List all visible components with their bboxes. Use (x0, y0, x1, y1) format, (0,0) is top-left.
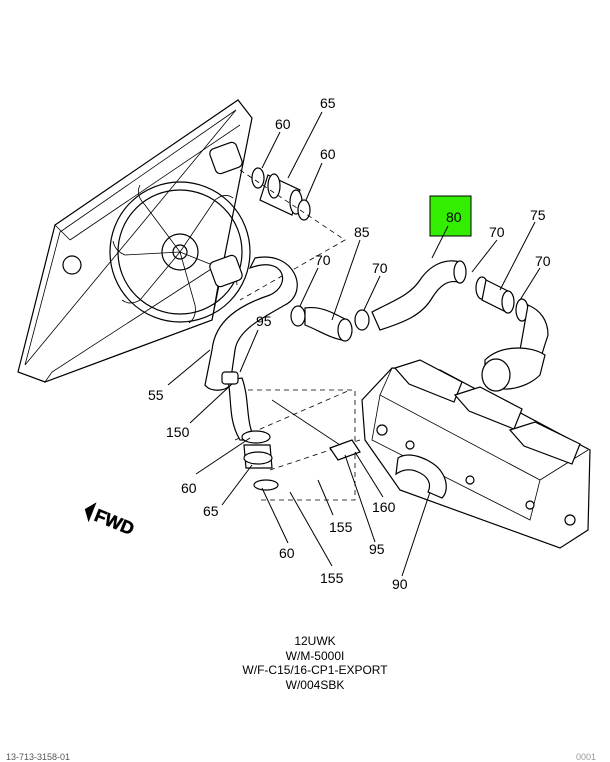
charge-air-tube-80 (371, 260, 549, 392)
fwd-label: FWD (92, 505, 137, 539)
callout-90: 90 (392, 576, 408, 592)
caption-line-4: W/004SBK (285, 677, 345, 692)
callout-95-b: 95 (369, 541, 385, 557)
diagram-caption: 12UWK W/M-5000I W/F-C15/16-CP1-EXPORT W/… (200, 634, 430, 692)
callout-70-d: 70 (535, 253, 551, 269)
leader-lines (167, 111, 541, 577)
caption-line-2: W/M-5000I (285, 648, 345, 663)
callout-70-b: 70 (315, 252, 331, 268)
callout-155-b: 155 (320, 570, 344, 586)
callout-85: 85 (354, 224, 370, 240)
page-code: 0001 (575, 752, 596, 762)
callout-60-top-left: 60 (275, 116, 291, 132)
callout-155-a: 155 (329, 519, 353, 535)
caption-line-3: W/F-C15/16-CP1-EXPORT (242, 663, 388, 677)
callout-labels: 65 60 60 80 75 85 70 70 70 70 95 55 150 … (148, 95, 551, 592)
cam-cover-lobes (393, 359, 581, 465)
callout-80: 80 (446, 209, 462, 225)
callout-65-mid: 65 (203, 503, 219, 519)
fwd-indicator: FWD (84, 502, 137, 539)
callout-70-a: 70 (489, 224, 505, 240)
engine-intake-manifold (271, 359, 591, 549)
callout-60-mid: 60 (181, 480, 197, 496)
upper-radiator-hose-kit (251, 167, 311, 221)
callout-60-bottom: 60 (279, 545, 295, 561)
callout-160: 160 (372, 499, 396, 515)
lower-radiator-hose (204, 256, 298, 441)
callout-65-top: 65 (320, 95, 336, 111)
callout-80-highlight (429, 195, 472, 237)
callout-75: 75 (530, 207, 546, 223)
radiator-assembly (17, 99, 253, 383)
charge-air-hose-85 (290, 305, 370, 342)
lower-hose-clamps (241, 430, 279, 491)
callout-60-top-right: 60 (320, 146, 336, 162)
callout-55: 55 (148, 387, 164, 403)
drawing-number: 13-713-3158-01 (6, 752, 71, 762)
callout-150: 150 (166, 424, 190, 440)
callout-95-a: 95 (256, 313, 272, 329)
caption-line-1: 12UWK (294, 634, 336, 648)
callout-70-c: 70 (372, 260, 388, 276)
